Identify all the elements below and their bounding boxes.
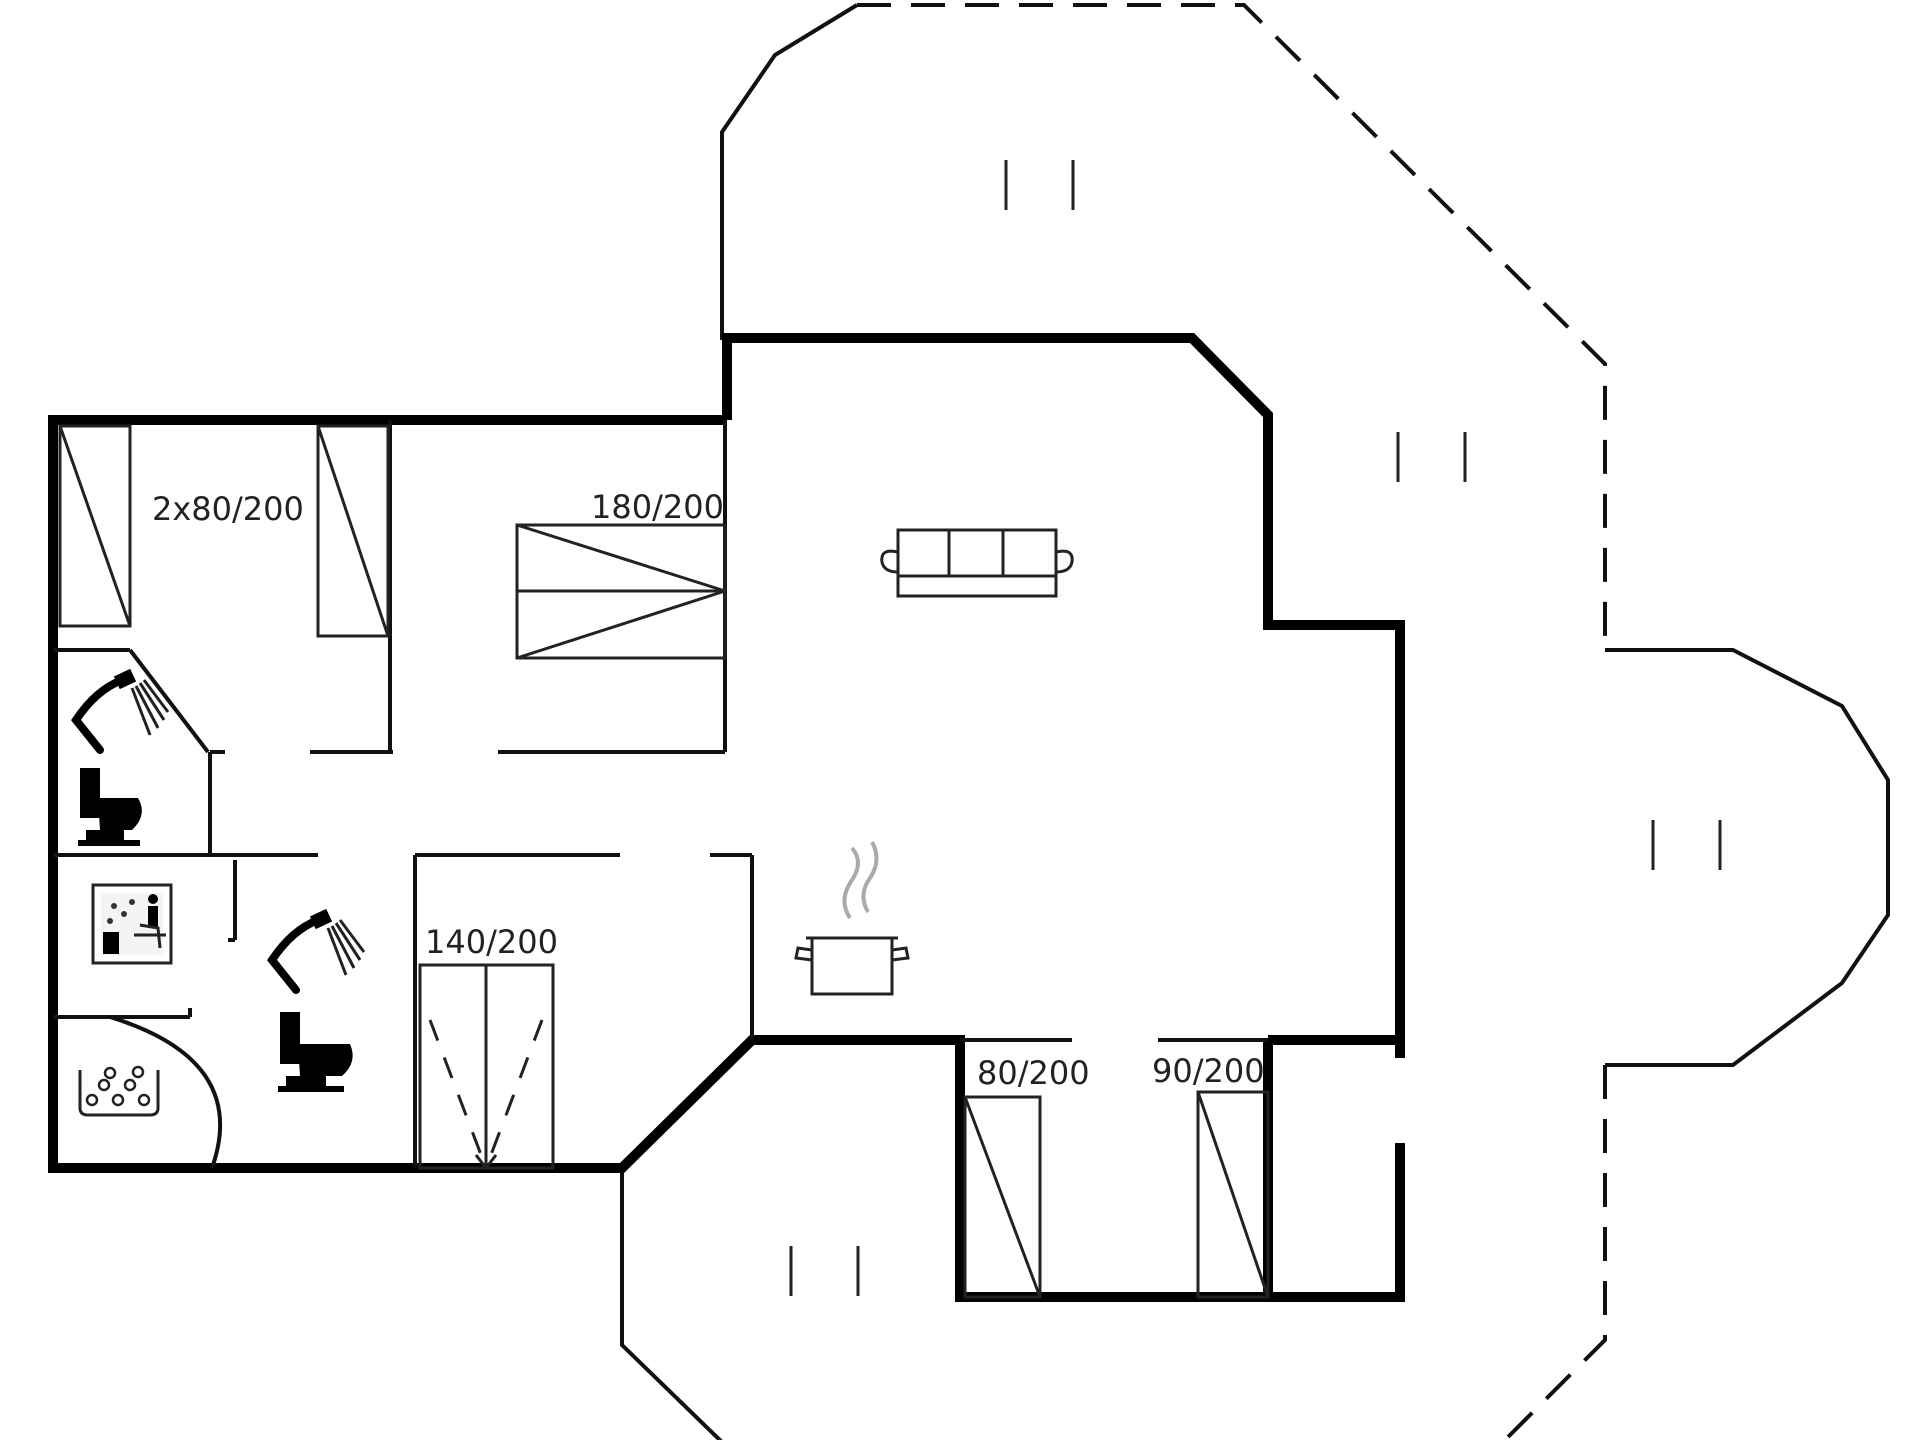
sofa-icon: [880, 528, 1074, 598]
bed-label-90: 90/200: [1152, 1052, 1265, 1090]
terrace-south: [620, 1065, 1607, 1440]
bed-label-double: 180/200: [591, 488, 724, 526]
bed-icon: [963, 1095, 1042, 1299]
bed-icon: [1196, 1090, 1270, 1299]
bed-label-twin: 2x80/200: [152, 490, 304, 528]
bed-label-80: 80/200: [977, 1054, 1090, 1092]
sauna-icon: [91, 883, 173, 965]
bed-icon: [515, 523, 727, 660]
shower-icon: [71, 668, 170, 754]
shower-icon: [267, 908, 366, 994]
bed-icon: [316, 424, 390, 638]
terrace-marker-icon: [1396, 432, 1467, 482]
bed-icon: [418, 963, 555, 1171]
whirlpool-icon: [78, 1065, 160, 1117]
terrace-north: [720, 3, 1607, 650]
toilet-icon: [278, 1012, 353, 1092]
kitchen-pot-icon: [794, 841, 910, 996]
bed-label-140: 140/200: [425, 923, 558, 961]
terrace-east: [1605, 648, 1890, 1067]
terrace-marker-icon: [1651, 820, 1722, 870]
terrace-marker-icon: [789, 1246, 860, 1296]
bed-icon: [58, 424, 132, 628]
toilet-icon: [78, 768, 142, 846]
terrace-marker-icon: [1004, 160, 1075, 210]
